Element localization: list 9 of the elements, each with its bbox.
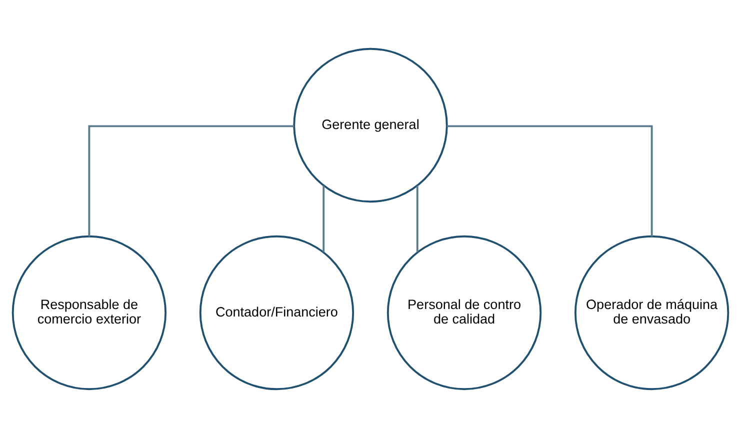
connector: [88, 124, 294, 236]
connector: [416, 185, 418, 252]
connector: [322, 185, 325, 252]
node-circle: Contador/Financiero: [199, 234, 354, 390]
node-circle: Responsable de comercio exterior: [12, 234, 167, 390]
node-circle: Operador de máquina de envasado: [574, 234, 730, 390]
node-circle: Personal de contro de calidad: [386, 234, 542, 390]
node-circle: Gerente general: [293, 47, 448, 202]
connector: [447, 124, 653, 236]
